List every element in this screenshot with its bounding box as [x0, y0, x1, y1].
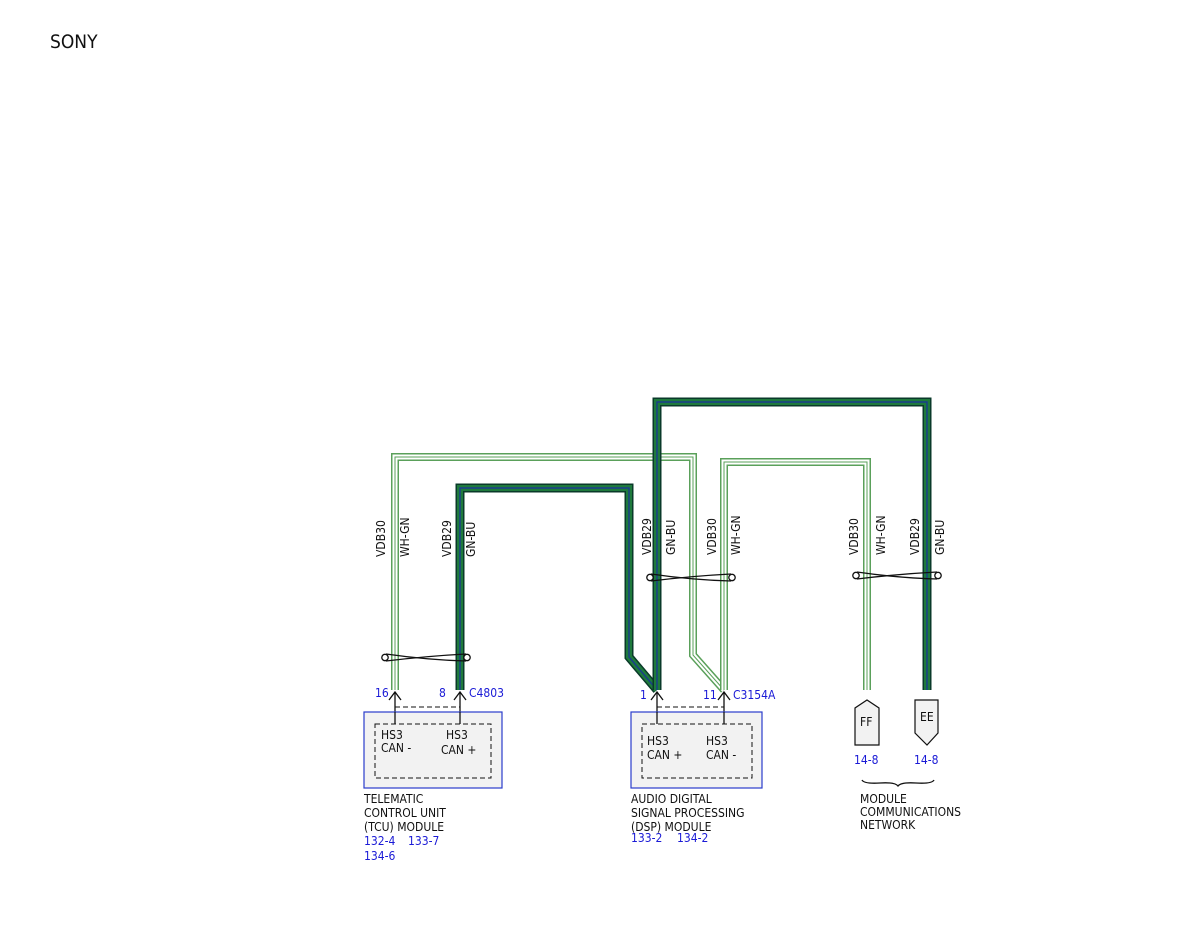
network-ff-label: FF	[860, 715, 872, 729]
dsp-name-line-1: AUDIO DIGITAL	[631, 792, 712, 806]
tcu-pin-minus-number: 16	[375, 686, 389, 700]
wire-label-dsp-plus-color: GN-BU	[664, 520, 678, 555]
wire-wh-gn-dsp-network	[720, 458, 871, 690]
dsp-module: HS3 CAN + HS3 CAN -	[630, 690, 763, 789]
wire-label-net-plus-circuit: VDB29	[908, 518, 922, 555]
tcu-ref-1[interactable]: 132-4	[364, 834, 395, 848]
dsp-right-label-2: CAN -	[706, 748, 736, 762]
wire-label-dsp-minus-circuit: VDB30	[705, 518, 719, 555]
tcu-right-label-1: HS3	[446, 728, 468, 742]
wire-label-net-plus-color: GN-BU	[933, 520, 947, 555]
tcu-right-label-2: CAN +	[441, 743, 476, 757]
twisted-pair-tcu-icon	[381, 653, 471, 662]
wire-gn-bu-tcu-dsp	[455, 483, 661, 693]
network-name-line-1: MODULE	[860, 792, 907, 806]
tcu-module: HS3 CAN - HS3 CAN +	[363, 690, 503, 789]
dsp-name-line-2: SIGNAL PROCESSING	[631, 806, 745, 820]
tcu-name-line-2: CONTROL UNIT	[364, 806, 446, 820]
tcu-ref-3[interactable]: 134-6	[364, 849, 395, 863]
tcu-left-label-1: HS3	[381, 728, 403, 742]
dsp-ref-1[interactable]: 133-2	[631, 831, 662, 845]
tcu-connector-id: C4803	[469, 686, 504, 700]
wire-gn-bu-dsp-network	[652, 397, 932, 690]
network-brace-icon	[861, 779, 935, 788]
dsp-name-line-3: (DSP) MODULE	[631, 820, 712, 834]
network-name-line-3: NETWORK	[860, 818, 916, 832]
dsp-pin-minus-number: 11	[703, 688, 717, 702]
wire-wh-gn-tcu-dsp	[391, 453, 727, 693]
page-title: SONY	[50, 31, 98, 53]
wire-label-tcu-minus-circuit: VDB30	[374, 520, 388, 557]
dsp-left-label-1: HS3	[647, 734, 669, 748]
network-ff-ref[interactable]: 14-8	[854, 753, 879, 767]
wire-label-dsp-minus-color: WH-GN	[729, 515, 743, 555]
wire-label-dsp-plus-circuit: VDB29	[640, 518, 654, 555]
dsp-ref-2[interactable]: 134-2	[677, 831, 708, 845]
tcu-left-label-2: CAN -	[381, 741, 411, 755]
tcu-ref-2[interactable]: 133-7	[408, 834, 439, 848]
wire-label-net-minus-color: WH-GN	[874, 515, 888, 555]
wire-label-tcu-plus-color: GN-BU	[464, 522, 478, 557]
wire-label-tcu-minus-color: WH-GN	[398, 517, 412, 557]
tcu-name-line-1: TELEMATIC	[363, 792, 423, 806]
network-connector-ff-icon: FF	[854, 699, 880, 746]
dsp-left-label-2: CAN +	[647, 748, 682, 762]
wire-label-net-minus-circuit: VDB30	[847, 518, 861, 555]
dsp-pin-plus-number: 1	[640, 688, 647, 702]
network-connector-ee-icon: EE	[914, 699, 939, 746]
wire-label-tcu-plus-circuit: VDB29	[440, 520, 454, 557]
twisted-pair-dsp-icon	[646, 573, 736, 582]
twisted-pair-network-icon	[852, 571, 942, 580]
tcu-pin-plus-number: 8	[439, 686, 446, 700]
network-ee-ref[interactable]: 14-8	[914, 753, 939, 767]
dsp-right-label-1: HS3	[706, 734, 728, 748]
network-ee-label: EE	[920, 710, 934, 724]
network-name-line-2: COMMUNICATIONS	[860, 805, 961, 819]
dsp-connector-id: C3154A	[733, 688, 776, 702]
tcu-name-line-3: (TCU) MODULE	[364, 820, 444, 834]
